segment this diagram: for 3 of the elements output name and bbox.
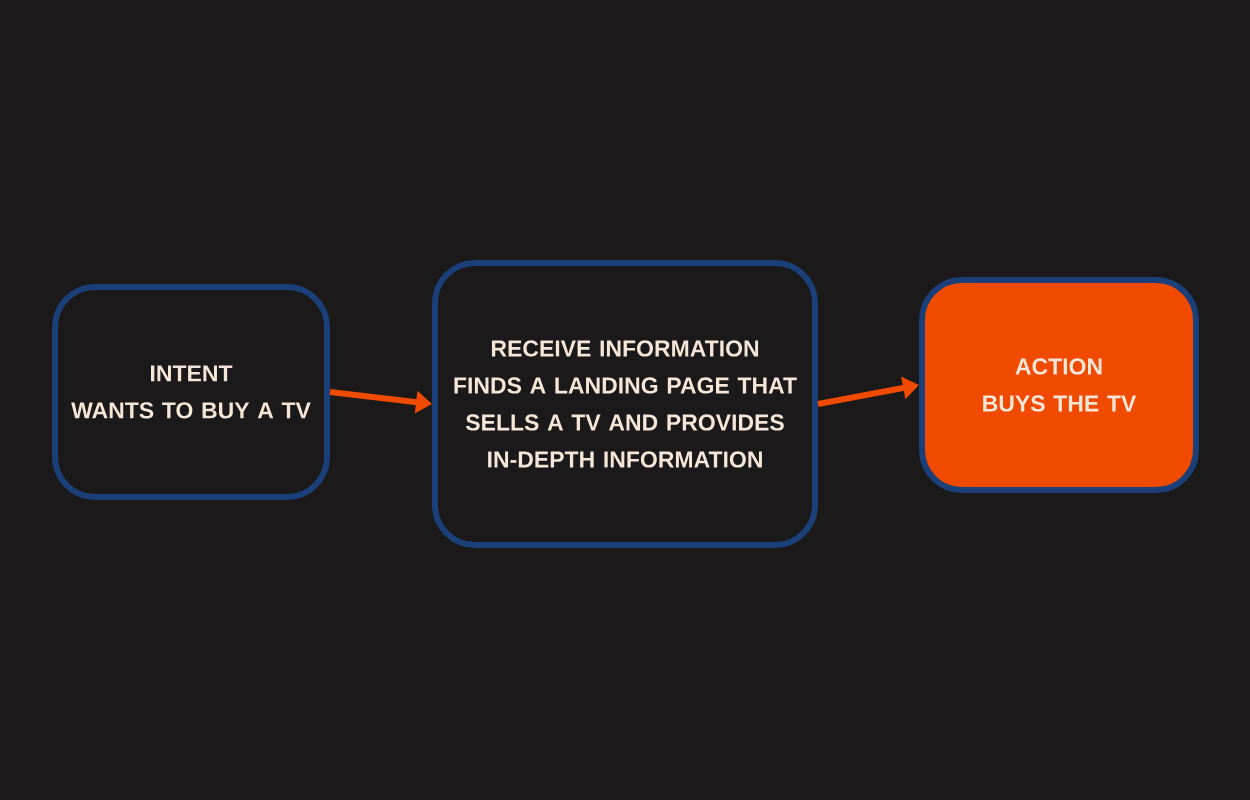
process-box: RECEIVE INFORMATION FINDS A LANDING PAGE THAT SELLS A TV AND PROVIDES IN-DEPTH INFORMATION	[432, 260, 818, 548]
process-box: INTENT WANTS TO BUY A TV	[52, 284, 330, 500]
action-box: ACTION BUYS THE TV	[919, 277, 1199, 493]
